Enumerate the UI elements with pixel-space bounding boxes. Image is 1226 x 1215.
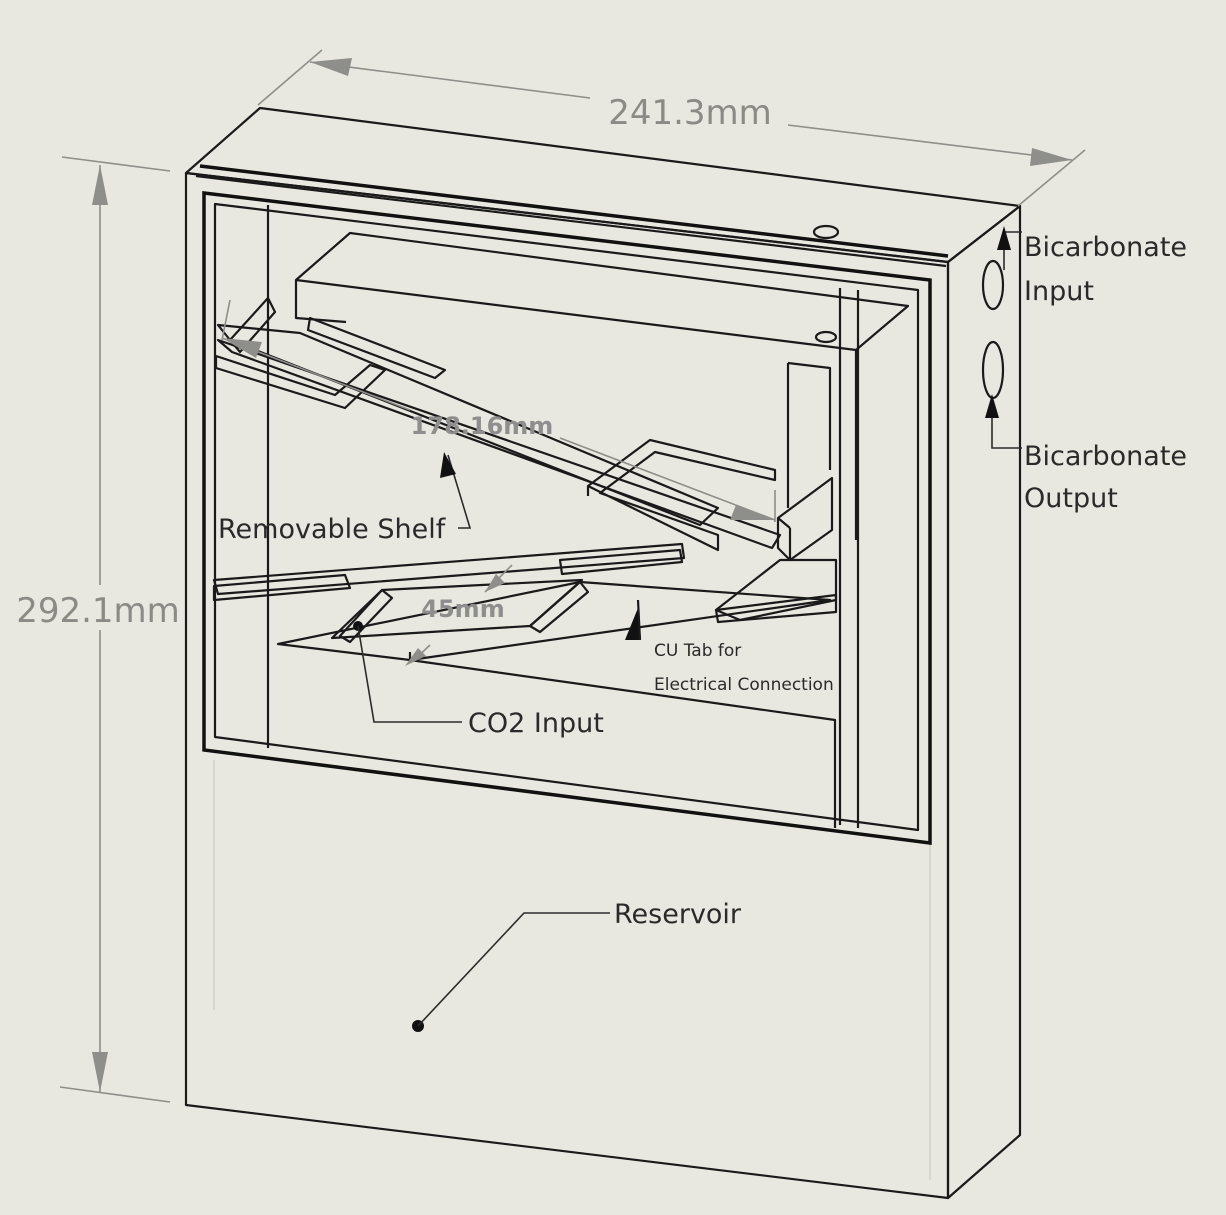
width-dimension: 241.3mm — [257, 49, 1086, 207]
shelf-spacing-dimension: 45mm — [405, 564, 513, 666]
removable-shelf-label: Removable Shelf — [218, 514, 447, 545]
side-face — [946, 204, 1022, 1200]
upper-shelf — [214, 296, 834, 562]
shelf-length-label: 178.16mm — [411, 412, 554, 440]
height-dimension-label: 292.1mm — [16, 591, 180, 631]
co2-input-label: CO2 Input — [468, 708, 604, 739]
upper-compartment — [294, 231, 910, 540]
enclosure-box — [184, 106, 1022, 1200]
bicarbonate-input-label-2: Input — [1024, 276, 1094, 307]
cu-tab-callout: CU Tab for Electrical Connection — [654, 641, 834, 695]
bicarbonate-output-label-1: Bicarbonate — [1024, 441, 1187, 472]
bicarbonate-input-label-1: Bicarbonate — [1024, 232, 1187, 263]
height-dimension: 292.1mm — [16, 156, 180, 1103]
window-opening — [202, 191, 932, 845]
bicarbonate-output-label-2: Output — [1024, 483, 1118, 514]
width-dimension-label: 241.3mm — [608, 93, 772, 133]
lower-shelf — [212, 542, 838, 828]
cu-tab-label-2: Electrical Connection — [654, 675, 834, 695]
bicarbonate-input-port — [981, 259, 1005, 311]
removable-shelf-callout: Removable Shelf — [218, 452, 472, 545]
shelf-spacing-label: 45mm — [421, 595, 504, 623]
shelf-length-dimension: 178.16mm — [221, 299, 776, 522]
top-face — [184, 106, 1022, 264]
bicarbonate-input-callout: Bicarbonate Input — [997, 226, 1187, 307]
bicarbonate-output-port — [981, 340, 1005, 400]
cu-tab-label-1: CU Tab for — [654, 641, 741, 661]
bicarbonate-output-callout: Bicarbonate Output — [985, 394, 1187, 514]
reservoir-callout: Reservoir — [412, 899, 742, 1032]
reservoir-label: Reservoir — [614, 899, 742, 930]
co2-input-callout: CO2 Input — [353, 621, 604, 739]
